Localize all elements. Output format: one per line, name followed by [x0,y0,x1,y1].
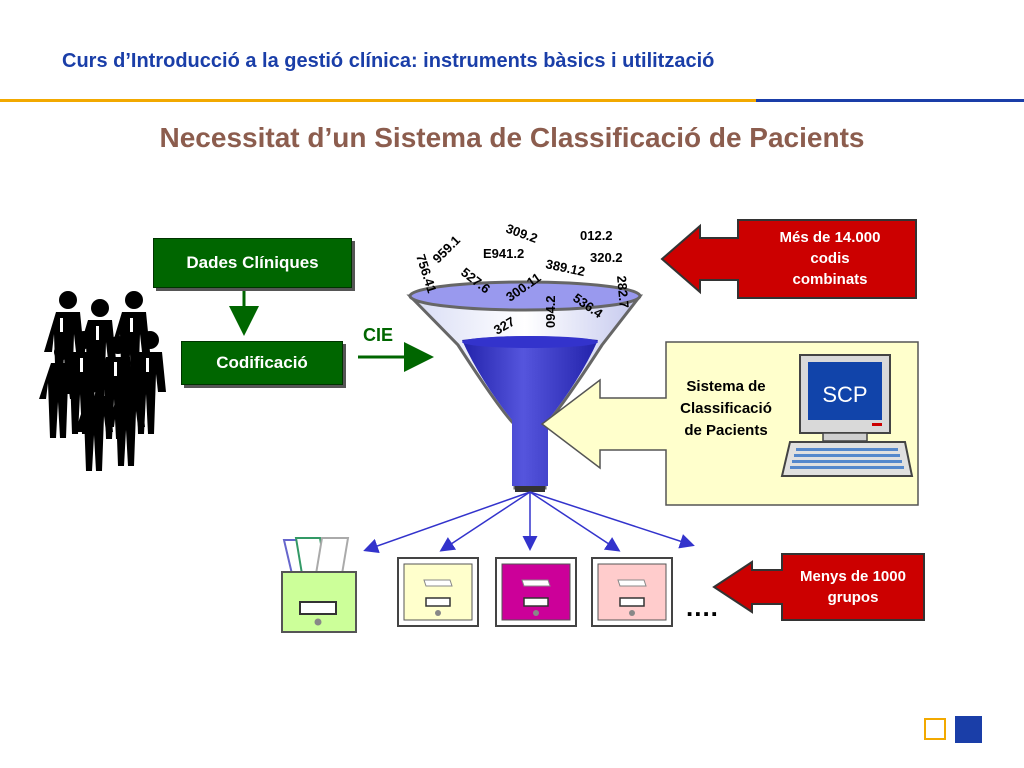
codificacio-box: Codificació [181,341,343,385]
code-label: 012.2 [580,228,613,243]
slide-title: Necessitat d’un Sistema de Classificació… [159,122,865,153]
callout-bottom-shape [712,553,925,621]
file-drawer-icon [495,557,577,627]
callout-scp-line: Sistema de [686,378,766,395]
callout-top-line: combinats [792,271,868,288]
header-rule-gold [0,99,756,102]
computer-icon [780,354,914,477]
cie-label: CIE [363,325,394,345]
callout-bottom-line: grupos [827,589,879,606]
callout-bottom-line: Menys de 1000 [800,568,906,585]
callout-top-line: Més de 14.000 [779,229,881,246]
callout-scp-line: de Pacients [684,422,768,439]
people-icon [39,291,166,471]
distribution-arrows [363,491,695,554]
logo-square-outline [924,718,946,740]
more-groups-ellipsis: .... [686,592,719,622]
funnel-icon [406,280,644,492]
callout-top-line: codis [810,250,850,267]
code-label: 094.2 [543,295,558,328]
code-label: 282.7 [614,275,632,309]
header-rule-blue [756,99,1024,102]
callout-scp-text: Sistema de Classificació de Pacients [665,376,787,442]
logo-square-filled [955,716,982,743]
header-title: Curs d’Introducció a la gestió clínica: … [62,50,715,72]
dades-cliniques-box: Dades Clíniques [153,238,352,288]
code-label: 389.12 [544,256,586,279]
file-drawer-icon [591,557,673,627]
callout-top-shape [660,219,917,299]
file-bin-icon [281,537,357,633]
file-drawer-icon [397,557,479,627]
code-label: 959.1 [430,233,464,267]
code-label: E941.2 [483,246,524,261]
callout-bottom-text: Menys de 1000 grupos [782,566,924,608]
code-label: 320.2 [590,250,623,265]
callout-top-text: Més de 14.000 codis combinats [746,227,914,290]
code-label: 309.2 [504,221,540,246]
scp-screen-label: SCP [822,382,867,407]
callout-scp-line: Classificació [680,400,772,417]
